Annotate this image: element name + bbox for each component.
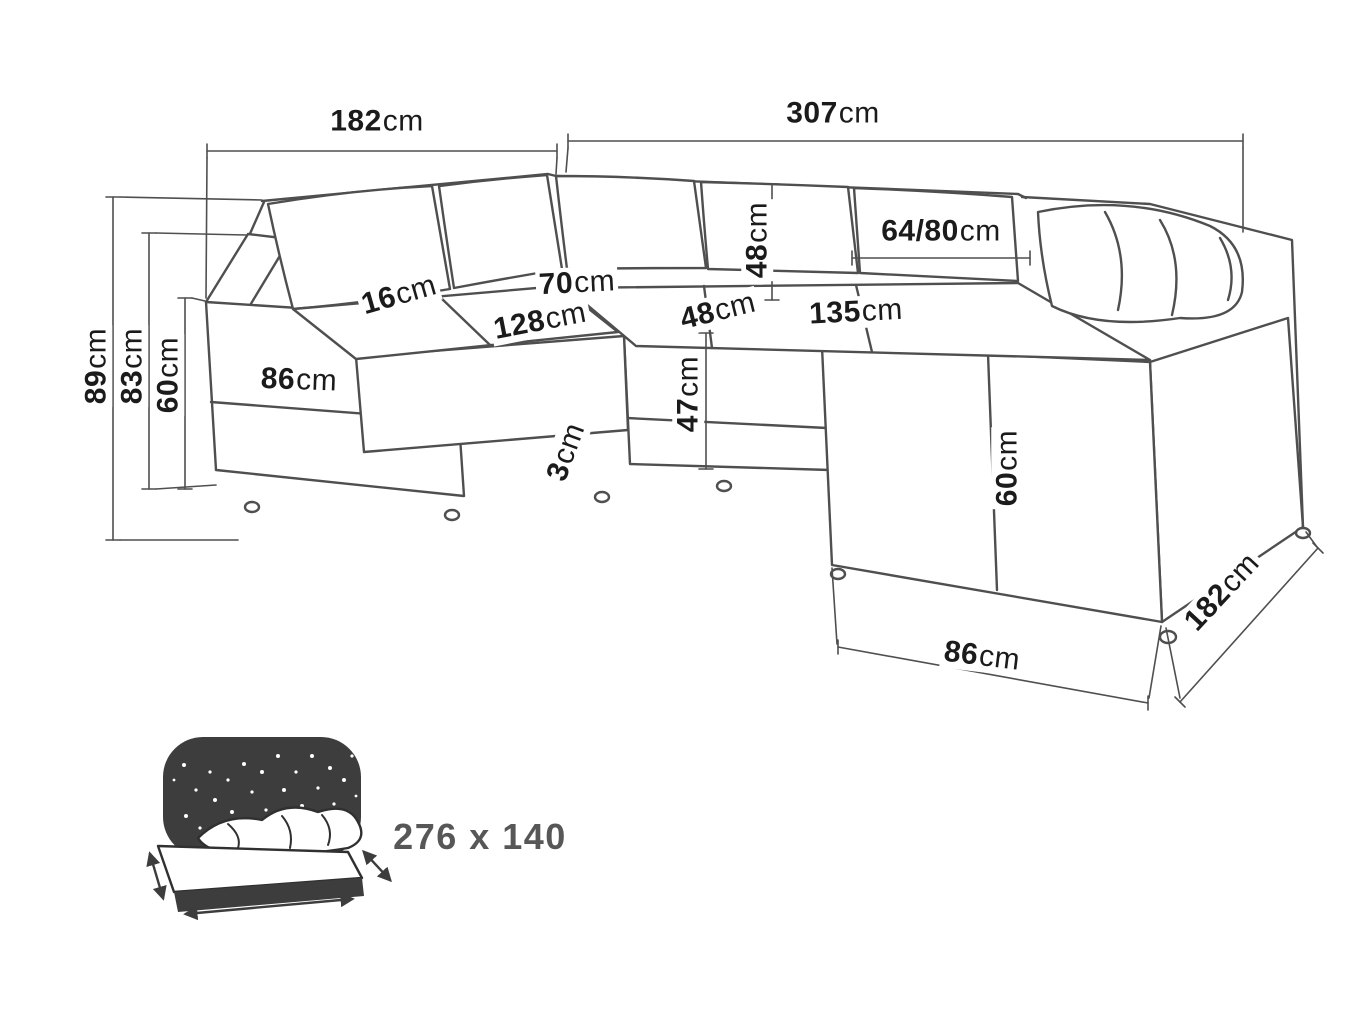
- dimension-lines: [105, 133, 1324, 711]
- dim-seat-height: 47cm: [671, 352, 704, 436]
- sleeping-area-size: 276 x 140: [393, 816, 567, 858]
- bed-stars: [172, 754, 358, 834]
- bed-icon: [146, 737, 392, 921]
- dim-top-right-width: 307cm: [783, 97, 883, 129]
- dim-top-left-width: 182cm: [327, 105, 427, 137]
- dim-pillow-width-range: 64/80cm: [878, 215, 1004, 247]
- dim-corner-seat-width: 70cm: [535, 264, 619, 301]
- dim-total-height: 89cm: [79, 324, 112, 408]
- dim-left-arm-height: 60cm: [151, 333, 184, 417]
- right-armrest: [1020, 195, 1305, 529]
- dim-back-height: 83cm: [115, 324, 148, 408]
- dim-back-cushion-height: 48cm: [740, 198, 773, 282]
- dim-right-arm-height: 60cm: [990, 426, 1023, 510]
- dim-left-arm-depth: 86cm: [257, 362, 341, 398]
- middle-front-panel: [622, 334, 832, 472]
- bed-dimension-arrows: [146, 849, 392, 921]
- dim-right-seat-width: 135cm: [805, 293, 907, 331]
